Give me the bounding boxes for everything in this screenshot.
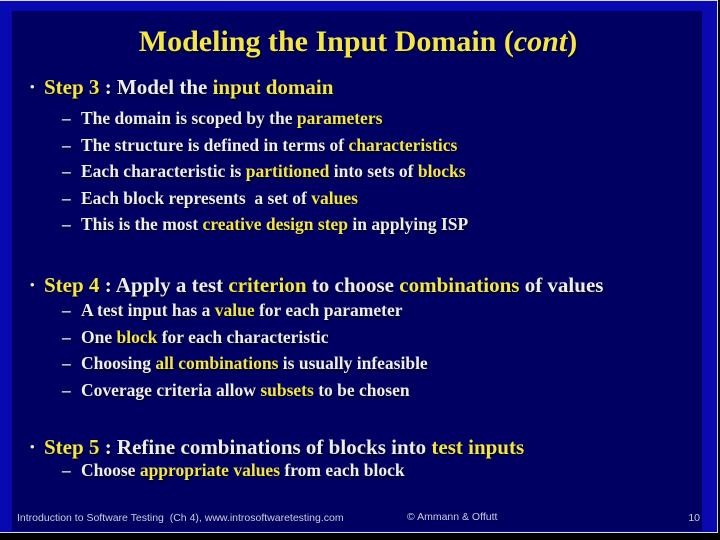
highlighted-keyword: characteristics <box>348 134 458 155</box>
slide-background <box>12 11 702 531</box>
bullet-section-step-4: • Step 4 : Apply a test criterion to choo… <box>30 272 710 403</box>
dash-icon: – <box>62 108 71 128</box>
bullet-text: A test input has a <box>81 300 215 320</box>
footer-course-reference: Introduction to Software Testing (Ch 4),… <box>17 512 344 524</box>
sub-bullet-line: –Coverage criteria allow subsets to be c… <box>62 377 710 404</box>
dash-icon: – <box>62 161 71 181</box>
highlighted-keyword: value <box>214 300 255 320</box>
sub-bullet-line: –The structure is defined in terms of ch… <box>62 132 710 159</box>
sub-bullet-line: –Each characteristic is partitioned into… <box>62 158 710 185</box>
bullet-text: The structure is defined in terms of <box>81 134 349 155</box>
bullet-text: Each block represents a set of <box>81 187 312 208</box>
highlighted-keyword: block <box>116 326 158 347</box>
bullet-text: One <box>81 326 117 347</box>
dash-icon: – <box>62 134 71 155</box>
slide-title: Modeling the Input Domain (cont) <box>0 25 716 59</box>
bullet-text: Each characteristic is <box>81 161 246 181</box>
bullet-section-step-3: •Step 3 : Model the input domain–The dom… <box>30 74 710 238</box>
step-bullet-line: • Step 4 : Apply a test criterion to choo… <box>30 272 710 299</box>
highlighted-keyword: Step 5 <box>44 435 100 459</box>
dash-icon: – <box>62 379 71 400</box>
highlighted-keyword: criterion <box>228 273 307 297</box>
highlighted-keyword: subsets <box>260 379 314 400</box>
dash-icon: – <box>62 460 71 480</box>
bullet-text: The domain is scoped by the <box>81 108 297 128</box>
bullet-text: is usually infeasible <box>278 353 428 373</box>
highlighted-keyword: partitioned <box>245 161 330 181</box>
bullet-text: into sets of <box>329 161 418 181</box>
highlighted-keyword: test inputs <box>431 435 525 459</box>
bullet-text: for each characteristic <box>157 326 329 347</box>
bullet-dot-icon: • <box>30 79 35 94</box>
sub-bullet-list: –Choose appropriate values from each blo… <box>30 457 710 484</box>
bullet-dot-icon: • <box>30 277 35 292</box>
slide-title-text: Modeling the Input Domain ( <box>138 25 514 58</box>
bullet-section-step-5: • Step 5 : Refine combinations of blocks … <box>30 434 710 484</box>
bullet-text: to be chosen <box>313 379 410 400</box>
sub-bullet-line: –Choose appropriate values from each blo… <box>62 457 710 484</box>
highlighted-keyword: all combinations <box>155 353 279 373</box>
highlighted-keyword: blocks <box>417 161 466 181</box>
slide-title-suffix: ) <box>567 25 578 58</box>
footer-copyright: © Ammann & Offutt <box>407 511 498 523</box>
sub-bullet-list: –A test input has a value for each param… <box>30 297 710 403</box>
bullet-text: Choosing <box>81 353 156 373</box>
bullet-dot-icon: • <box>30 439 35 454</box>
bullet-text: Coverage criteria allow <box>81 379 261 400</box>
highlighted-keyword: combinations <box>399 273 520 297</box>
dash-icon: – <box>62 326 71 347</box>
dash-icon: – <box>62 214 71 234</box>
step-bullet-line: • Step 3 : Model the input domain <box>30 74 710 101</box>
bullet-text: Choose <box>81 460 140 480</box>
sub-bullet-line: –Each block represents a set of values <box>62 185 710 212</box>
highlighted-keyword: creative design step <box>202 214 349 234</box>
dash-icon: – <box>62 353 71 373</box>
slide-footer: Introduction to Software Testing (Ch 4),… <box>0 509 716 529</box>
highlighted-keyword: Step 4 <box>44 273 100 297</box>
bullet-text: : Model the <box>99 75 213 99</box>
sub-bullet-line: –A test input has a value for each param… <box>62 297 710 324</box>
sub-bullet-line: –The domain is scoped by the parameters <box>62 105 710 132</box>
sub-bullet-line: –This is the most creative design step i… <box>62 211 710 238</box>
highlighted-keyword: appropriate values <box>139 460 280 480</box>
bullet-text: in applying ISP <box>348 214 469 234</box>
bullet-text: This is the most <box>81 214 203 234</box>
slide-title-italic-text: cont <box>513 25 568 58</box>
sub-bullet-line: –One block for each characteristic <box>62 324 710 351</box>
highlighted-keyword: parameters <box>296 108 383 128</box>
bullet-text: : Apply a test <box>99 273 229 297</box>
bullet-text: : Refine combinations of blocks into <box>99 435 432 459</box>
bullet-text: from each block <box>280 460 405 480</box>
dash-icon: – <box>62 187 71 208</box>
footer-page-number: 10 <box>688 512 700 524</box>
dash-icon: – <box>62 300 71 320</box>
highlighted-keyword: Step 3 <box>44 75 100 99</box>
sub-bullet-line: –Choosing all combinations is usually in… <box>62 350 710 377</box>
sub-bullet-list: –The domain is scoped by the parameters–… <box>30 105 710 238</box>
step-bullet-line: • Step 5 : Refine combinations of blocks … <box>30 434 710 461</box>
bullet-text: to choose <box>306 273 400 297</box>
highlighted-keyword: input domain <box>212 75 334 99</box>
bullet-text: for each parameter <box>254 300 403 320</box>
bullet-text: of values <box>519 273 604 297</box>
highlighted-keyword: values <box>311 187 358 208</box>
